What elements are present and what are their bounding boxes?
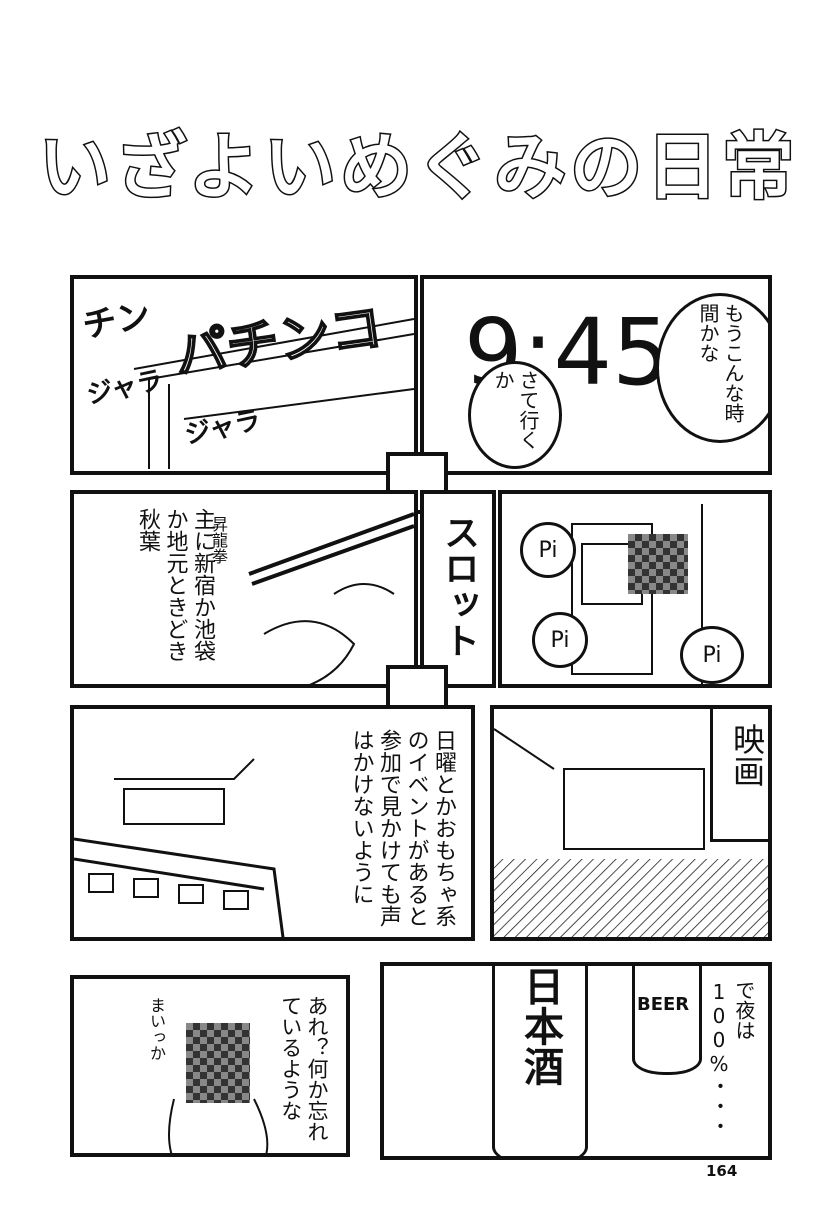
speech-bubble-go: さて行くか [468, 361, 562, 469]
thought-forgot: あれ？何か忘れているような [278, 995, 329, 1142]
arcade-drawing [248, 512, 414, 684]
panel-event: 日曜とかおもちゃ系のイベントがあると参加で見かけても声はかけないように [70, 705, 475, 941]
move-label: 昇龍拳 [209, 516, 228, 564]
page-number: 164 [706, 1162, 738, 1180]
sfx-pi-1: Pi [520, 522, 576, 578]
caption-locations: 主に新宿か池袋か地元ときどき秋葉 [135, 508, 215, 662]
cinema-label-box: 映画 [710, 709, 768, 842]
beer-banner: BEER [632, 966, 702, 1075]
cinema-label: 映画 [728, 723, 766, 787]
sfx-pi-2: Pi [532, 612, 588, 668]
slot-label: スロット [438, 514, 479, 658]
person-drawing [168, 1098, 269, 1153]
building-lines [133, 318, 414, 469]
thought-never-mind: まいっか [147, 997, 166, 1061]
panel-clock: 9:45 もうこんな時間かな さて行くか [420, 275, 772, 475]
caption-night: で夜は100%・・・ [707, 980, 756, 1136]
panel-pachinko: チン パチンコ ジャラ ジャラ [70, 275, 418, 475]
panel-cinema: 映画 [490, 705, 772, 941]
train-drawing [74, 758, 285, 937]
sfx-pi-3: Pi [680, 626, 744, 684]
cinema-drawing [494, 728, 768, 937]
page-title: いざよいめぐみの日常 [37, 124, 799, 211]
speech-bubble-time: もうこんな時間かな [656, 293, 768, 443]
censored-face [628, 534, 688, 594]
sake-label: 日本酒 [517, 966, 563, 1086]
panel-drinks: 日本酒 BEER で夜は100%・・・ [380, 962, 772, 1160]
caption-event: 日曜とかおもちゃ系のイベントがあると参加で見かけても声はかけないように [348, 729, 457, 927]
panel-slot-machine: Pi Pi Pi [498, 490, 772, 688]
beer-label: BEER [637, 994, 690, 1015]
sake-banner: 日本酒 [492, 966, 588, 1156]
panel-slot-label: スロット [420, 490, 496, 688]
panel-forget: まいっか あれ？何か忘れているような [70, 975, 350, 1157]
censored-face [186, 1023, 250, 1103]
panel-arcade: 主に新宿か池袋か地元ときどき秋葉 昇龍拳 [70, 490, 418, 688]
